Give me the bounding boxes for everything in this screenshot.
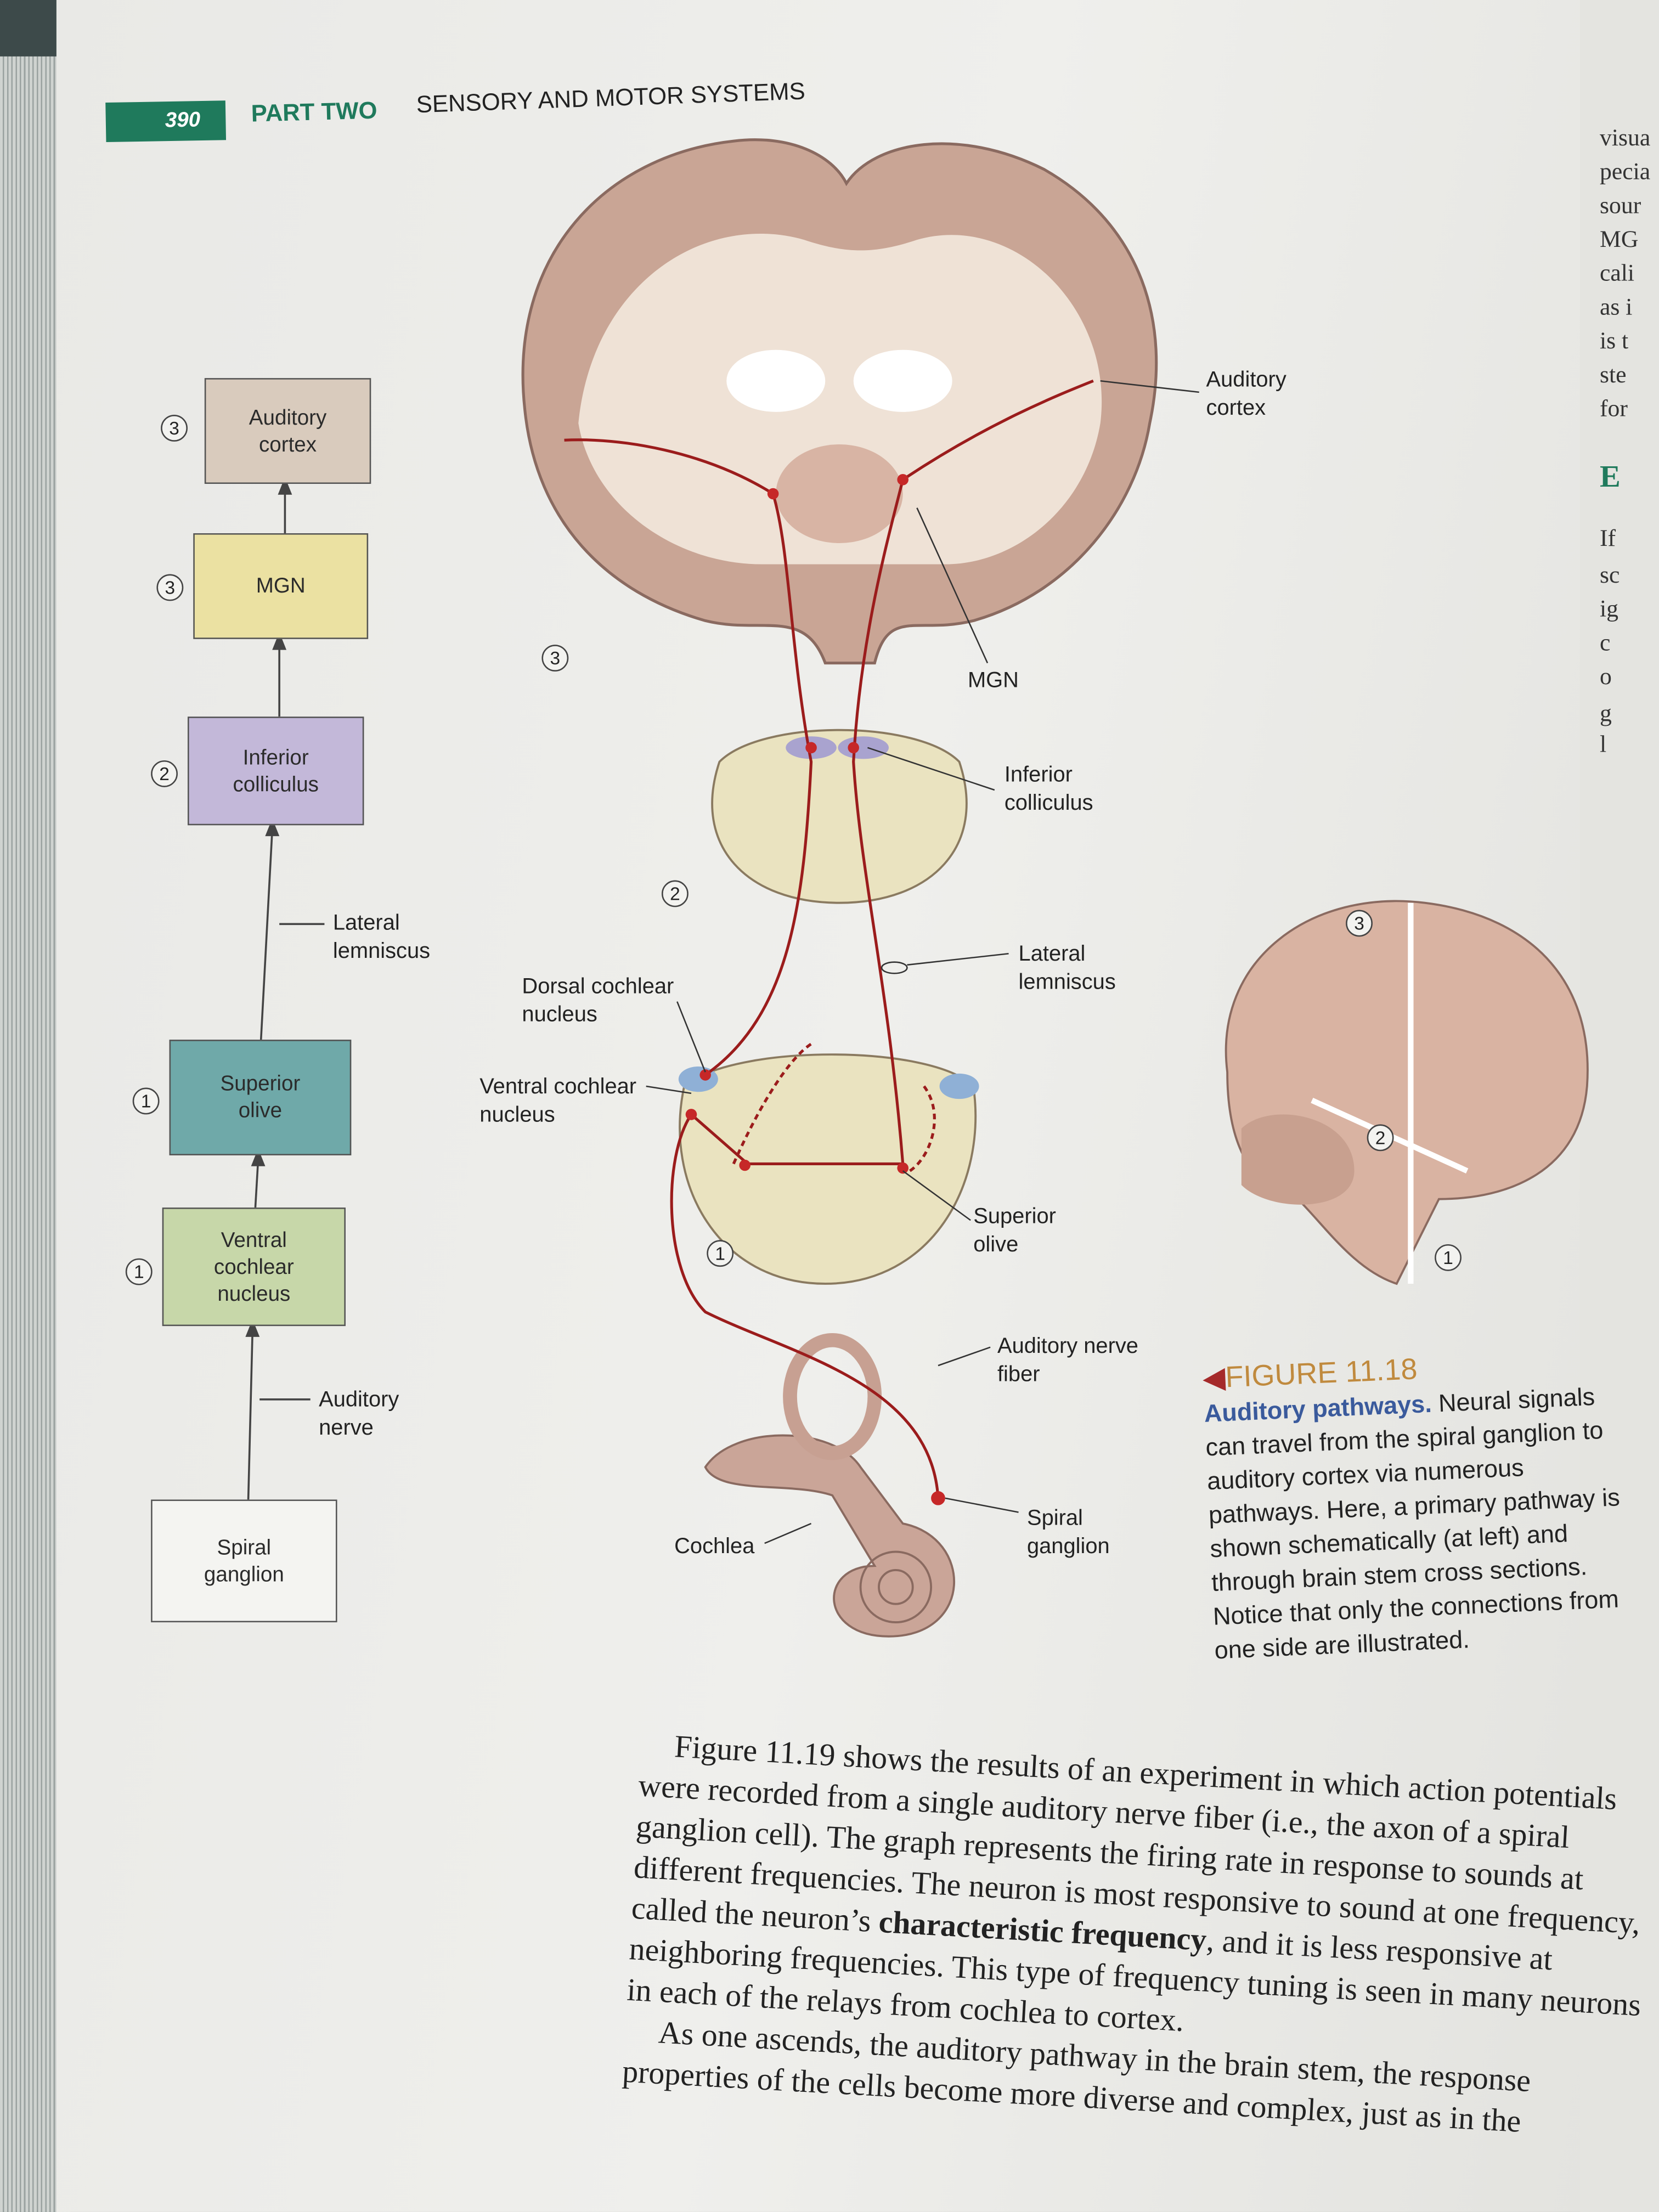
label-auditory-nerve: Auditory nerve bbox=[319, 1388, 399, 1441]
level-badge: 2 bbox=[151, 760, 178, 787]
leader-lines bbox=[646, 380, 1199, 1544]
flow-box-mgn: MGN bbox=[193, 533, 369, 639]
label-ventral-cochlear-nucleus: Ventral cochlear nucleus bbox=[479, 1075, 637, 1127]
fragment: l bbox=[1599, 730, 1607, 758]
flow-box-auditory-cortex: Auditory cortex bbox=[204, 378, 371, 484]
level-badge: 3 bbox=[541, 645, 569, 672]
level-badge: 1 bbox=[707, 1240, 734, 1267]
level-badge: 1 bbox=[132, 1087, 160, 1115]
level-badge: 2 bbox=[661, 880, 689, 907]
label-inferior-colliculus: Inferior colliculus bbox=[1004, 763, 1093, 816]
fragment: MG bbox=[1599, 225, 1639, 253]
flow-box-spiral-ganglion: Spiral ganglion bbox=[151, 1499, 337, 1623]
fragment: sour bbox=[1599, 191, 1641, 219]
label-auditory-nerve-fiber: Auditory nerve fiber bbox=[997, 1334, 1138, 1387]
cochlea bbox=[704, 1333, 955, 1638]
label-auditory-cortex: Auditory cortex bbox=[1206, 368, 1286, 421]
figure-caption: ◀FIGURE 11.18 Auditory pathways. Neural … bbox=[1202, 1344, 1638, 1667]
paragraph: Figure 11.19 shows the results of an exp… bbox=[626, 1724, 1656, 2067]
fragment: g bbox=[1599, 699, 1612, 727]
fragment: sc bbox=[1599, 561, 1620, 589]
coronal-brain-section bbox=[521, 138, 1158, 665]
caption-title: Auditory pathways. bbox=[1203, 1389, 1432, 1428]
level-badge: 1 bbox=[125, 1258, 153, 1285]
fragment: cali bbox=[1599, 259, 1635, 286]
facing-page: visua pecia sour MG cali as i is t ste f… bbox=[1579, 0, 1659, 2212]
fragment: ste bbox=[1599, 361, 1627, 388]
pathway-lines bbox=[564, 379, 1094, 1498]
level-badge: 3 bbox=[156, 574, 184, 601]
fragment: for bbox=[1599, 394, 1628, 422]
fragment: c bbox=[1599, 629, 1611, 656]
label-cochlea: Cochlea bbox=[674, 1534, 755, 1559]
flow-box-inferior-colliculus: Inferior colliculus bbox=[187, 716, 364, 826]
label-spiral-ganglion: Spiral ganglion bbox=[1026, 1506, 1110, 1559]
label-superior-olive: Superior olive bbox=[973, 1204, 1056, 1257]
flow-box-ventral-cochlear-nucleus: Ventral cochlear nucleus bbox=[162, 1207, 346, 1327]
level-badge: 3 bbox=[161, 414, 188, 442]
fragment: E bbox=[1599, 458, 1621, 494]
level-badge: 3 bbox=[1346, 910, 1373, 937]
flow-box-superior-olive: Superior olive bbox=[169, 1040, 352, 1155]
label-mgn: MGN bbox=[967, 668, 1019, 693]
auditory-pathway-illustration bbox=[521, 138, 1589, 1638]
level-badge: 2 bbox=[1367, 1124, 1394, 1152]
fragment: visua bbox=[1599, 124, 1651, 151]
lemniscus-marker bbox=[881, 961, 908, 974]
label-lateral-lemniscus: Lateral lemniscus bbox=[332, 911, 431, 964]
brain-stem-sections bbox=[678, 729, 979, 1285]
fragment: as i bbox=[1599, 293, 1633, 320]
fragment: o bbox=[1599, 663, 1612, 690]
label-dorsal-cochlear-nucleus: Dorsal cochlear nucleus bbox=[522, 974, 674, 1027]
label-lateral-lemniscus-illus: Lateral lemniscus bbox=[1018, 942, 1116, 995]
fragment: pecia bbox=[1599, 157, 1651, 185]
synapse-dots bbox=[685, 473, 945, 1505]
flowchart-arrows bbox=[245, 477, 325, 1500]
body-text: Figure 11.19 shows the results of an exp… bbox=[622, 1724, 1656, 2148]
sagittal-brain bbox=[1224, 900, 1589, 1285]
fragment: ig bbox=[1599, 595, 1618, 622]
fragment: is t bbox=[1599, 327, 1629, 354]
fragment: If bbox=[1599, 524, 1616, 552]
triangle-marker-icon: ◀ bbox=[1201, 1362, 1226, 1396]
level-badge: 1 bbox=[1435, 1244, 1462, 1271]
